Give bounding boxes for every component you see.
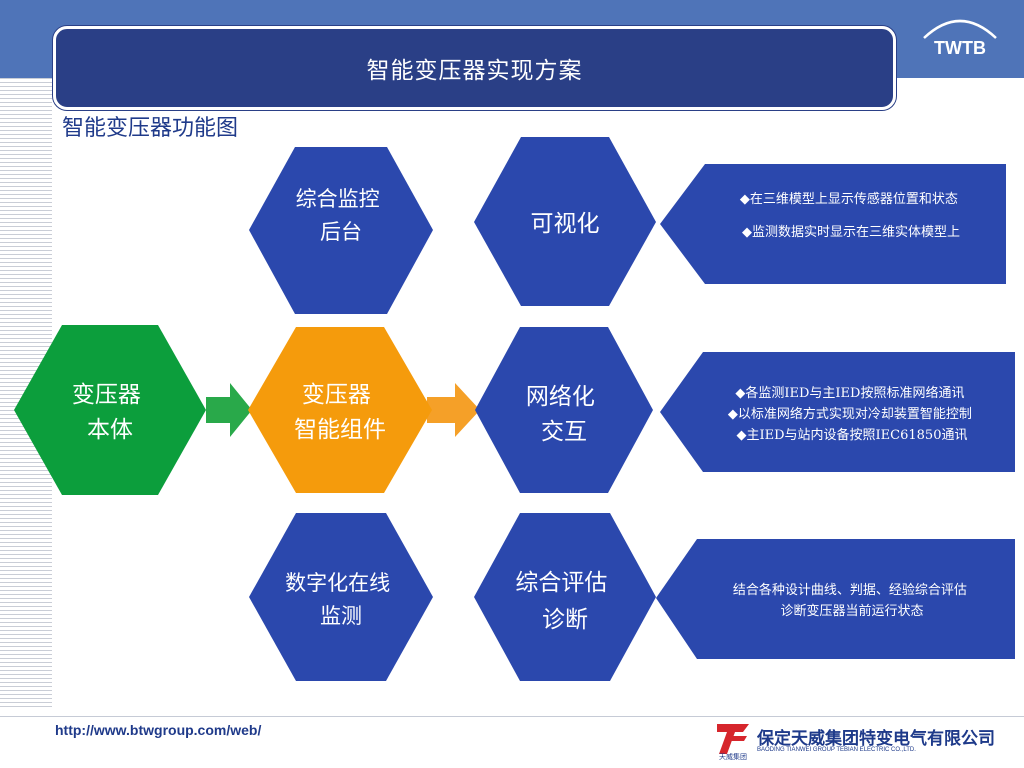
hex-monitoring-backend xyxy=(249,147,433,314)
info-line: ◆监测数据实时显示在三维实体模型上 xyxy=(742,225,960,240)
hex-label-line: 综合评估 xyxy=(515,570,607,596)
hex-assessment-diagnosis xyxy=(474,513,656,681)
hex-label-line: 变压器 xyxy=(72,382,141,408)
hex-label-line: 变压器 xyxy=(302,382,371,408)
info-line: 结合各种设计曲线、判据、经验综合评估 xyxy=(733,582,967,598)
info-line: ◆在三维模型上显示传感器位置和状态 xyxy=(740,191,958,207)
hex-label-smart-component: 变压器 智能组件 xyxy=(294,382,386,443)
hex-visualization xyxy=(474,137,656,306)
hex-label-line: 交互 xyxy=(541,419,587,445)
hex-label-line: 后台 xyxy=(320,220,362,244)
hex-label-monitoring-backend: 综合监控 后台 xyxy=(296,187,387,244)
hex-label-line: 综合监控 xyxy=(296,187,380,211)
hex-digital-monitoring xyxy=(249,513,433,681)
info-text-visualization: ◆在三维模型上显示传感器位置和状态 ◆监测数据实时显示在三维实体模型上 xyxy=(740,191,962,240)
hex-label-line: 网络化 xyxy=(526,384,595,410)
company-logo: 天威集团 保定天威集团特变电气有限公司 BAODING TIANWEI GROU… xyxy=(713,720,995,761)
info-text-assessment: 结合各种设计曲线、判据、经验综合评估 诊断变压器当前运行状态 xyxy=(733,582,971,619)
company-emblem-icon: 天威集团 xyxy=(717,724,749,761)
twtb-logo: TWTB xyxy=(908,8,1012,68)
hex-label-line: 诊断 xyxy=(542,607,588,633)
info-line: ◆各监测IED与主IED按照标准网络通讯 xyxy=(735,385,964,401)
company-logo-caption: 天威集团 xyxy=(719,752,747,760)
hex-network-interaction xyxy=(475,327,653,493)
hex-label-line: 可视化 xyxy=(531,211,600,237)
arrow-body-to-component xyxy=(206,383,252,437)
hex-label-line: 智能组件 xyxy=(294,417,386,443)
info-box-visualization xyxy=(660,164,1006,284)
hex-smart-component xyxy=(248,327,432,493)
hex-label-transformer-body: 变压器 本体 xyxy=(72,382,148,443)
footer-url-link[interactable]: http://www.btwgroup.com/web/ xyxy=(55,722,262,738)
hex-label-digital-monitoring: 数字化在线 监测 xyxy=(285,571,397,628)
logo-text: TWTB xyxy=(934,38,986,58)
page-title: 智能变压器实现方案 xyxy=(366,58,583,84)
info-text-network: ◆各监测IED与主IED按照标准网络通讯 ◆以标准网络方式实现对冷却装置智能控制… xyxy=(728,385,976,443)
diagram-subtitle: 智能变压器功能图 xyxy=(62,116,239,141)
info-line: ◆以标准网络方式实现对冷却装置智能控制 xyxy=(728,406,972,422)
hex-label-assessment-diagnosis: 综合评估 诊断 xyxy=(515,570,614,633)
info-line: 诊断变压器当前运行状态 xyxy=(780,603,923,619)
arrow-component-to-network xyxy=(427,383,480,437)
info-box-network xyxy=(660,352,1015,472)
hex-label-visualization: 可视化 xyxy=(531,211,600,237)
hex-label-network-interaction: 网络化 交互 xyxy=(526,384,602,445)
info-box-assessment xyxy=(656,539,1015,659)
hex-transformer-body xyxy=(14,325,206,495)
logo-arc-icon xyxy=(923,19,997,39)
title-bar: 智能变压器实现方案 xyxy=(53,26,896,110)
hex-label-line: 本体 xyxy=(87,417,133,443)
info-line: ◆主IED与站内设备按照IEC61850通讯 xyxy=(737,427,968,443)
hex-label-line: 数字化在线 xyxy=(285,571,390,595)
company-english-name: BAODING TIANWEI GROUP TEBIAN ELECTRIC CO… xyxy=(757,747,916,753)
hex-label-line: 监测 xyxy=(320,604,362,628)
company-name: 保定天威集团特变电气有限公司 xyxy=(757,729,995,749)
footer-divider xyxy=(0,716,1024,717)
